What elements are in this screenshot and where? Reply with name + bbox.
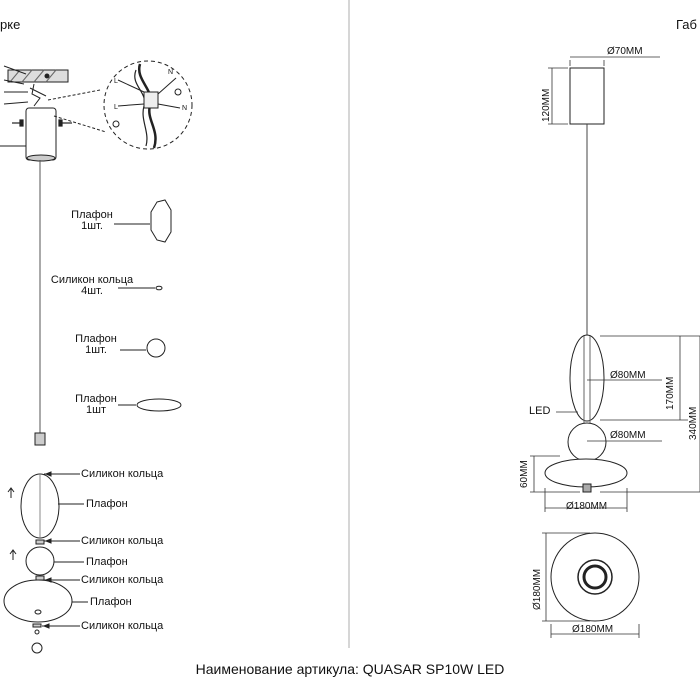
stack-shade-label: Плафон: [86, 498, 128, 510]
mount-hook: [31, 83, 41, 107]
side-screws: [12, 119, 72, 127]
shade-ball-part: [146, 338, 166, 358]
screw-icon: [44, 73, 50, 79]
canopy-box: [569, 67, 605, 125]
wire-l-label: L: [114, 78, 118, 85]
shade-1-label: Плафон 1шт.: [64, 210, 120, 232]
disc-height-dim: 60MM: [519, 460, 530, 488]
up-arrow-icon: [7, 487, 15, 498]
wire-n-label: N: [168, 69, 174, 76]
bottom-ring: [32, 623, 42, 628]
bottom-diameter-dim: Ø180MM: [572, 624, 614, 635]
oval-shade-right: [569, 334, 605, 422]
oval-diameter-dim: Ø80MM: [610, 370, 646, 381]
stack-ring-label: Силикон кольца: [81, 574, 164, 586]
ball-shade-right: [567, 422, 607, 462]
stack-ring-label: Силикон кольца: [81, 620, 164, 632]
ceiling-hatch: [9, 69, 21, 83]
shade-3-qty: 1шт: [86, 404, 106, 416]
shade-oval-part: [150, 199, 172, 243]
rings-label: Силикон кольца 4шт.: [40, 275, 144, 297]
shade-1-qty: 1шт.: [81, 220, 103, 232]
assembled-stack: [3, 432, 88, 654]
ceiling-plate: [7, 69, 69, 83]
dimension-lines: [530, 56, 700, 638]
assembled-ball-shade: [25, 546, 55, 576]
shade-2-qty: 1шт.: [85, 344, 107, 356]
wire-n-label: N: [182, 105, 188, 112]
stack-shade-label: Плафон: [86, 556, 128, 568]
shade-1-name: Плафон: [71, 209, 113, 221]
up-arrow-icon: [9, 549, 17, 560]
stack-ring-label: Силикон кольца: [81, 468, 164, 480]
assembled-disc-shade: [3, 579, 73, 623]
ceiling-hatch: [21, 69, 33, 83]
bracket: [29, 87, 47, 97]
bottom-fitting: [582, 483, 592, 493]
shade-3-name: Плафон: [75, 393, 117, 405]
rotate-icon: [31, 642, 43, 654]
exploded-parts: [114, 199, 182, 412]
led-label: LED: [529, 405, 551, 417]
shade-disc-part: [136, 398, 182, 412]
ceiling-mount: [3, 65, 69, 107]
stack-shade-label: Плафон: [90, 596, 132, 608]
leader-line: [3, 79, 25, 85]
mid-ring: [35, 575, 45, 581]
canopy: [0, 107, 57, 162]
leader-line: [3, 101, 29, 105]
bottom-height-dim: Ø180MM: [532, 568, 543, 610]
ball-diameter-dim: Ø80MM: [610, 430, 646, 441]
dimension-drawing: [544, 67, 640, 622]
leader-line: [3, 65, 27, 75]
disc-shade-right: [544, 458, 628, 488]
shade-2-label: Плафон 1шт.: [68, 334, 124, 356]
stack-ring-label: Силикон кольца: [81, 535, 164, 547]
oval-height-dim: 170MM: [665, 376, 676, 410]
shade-3-label: Плафон 1шт: [68, 394, 124, 416]
rings-name: Силикон кольца: [50, 274, 134, 286]
total-height-dim: 340MM: [688, 406, 699, 440]
rings-qty: 4шт.: [81, 285, 103, 297]
bottom-view-led: [582, 564, 608, 590]
ground-icon: [112, 120, 120, 128]
canopy-body: [25, 107, 57, 161]
mid-ring: [35, 539, 45, 545]
ring-part: [155, 285, 163, 291]
ceiling-hatch: [45, 69, 57, 83]
terminal-block: [143, 91, 159, 109]
canopy-diameter-dim: Ø70MM: [607, 46, 643, 57]
left-header: рке: [0, 17, 21, 32]
canopy-height-dim: 120MM: [541, 88, 552, 122]
wiring-detail: [47, 60, 193, 150]
shade-2-name: Плафон: [75, 333, 117, 345]
top-ring: [34, 432, 46, 446]
disc-diameter-dim: Ø180MM: [566, 501, 608, 512]
canopy-bottom: [26, 154, 56, 162]
end-cap: [34, 629, 40, 635]
disc-center: [34, 609, 42, 615]
footer-article-name: Наименование артикула: QUASAR SP10W LED: [195, 661, 505, 677]
right-header: Габ: [676, 17, 697, 32]
ground-icon: [174, 88, 182, 96]
ceiling-hatch: [33, 69, 45, 83]
wire-l-label: L: [114, 104, 118, 111]
detail-circle: [103, 60, 193, 150]
